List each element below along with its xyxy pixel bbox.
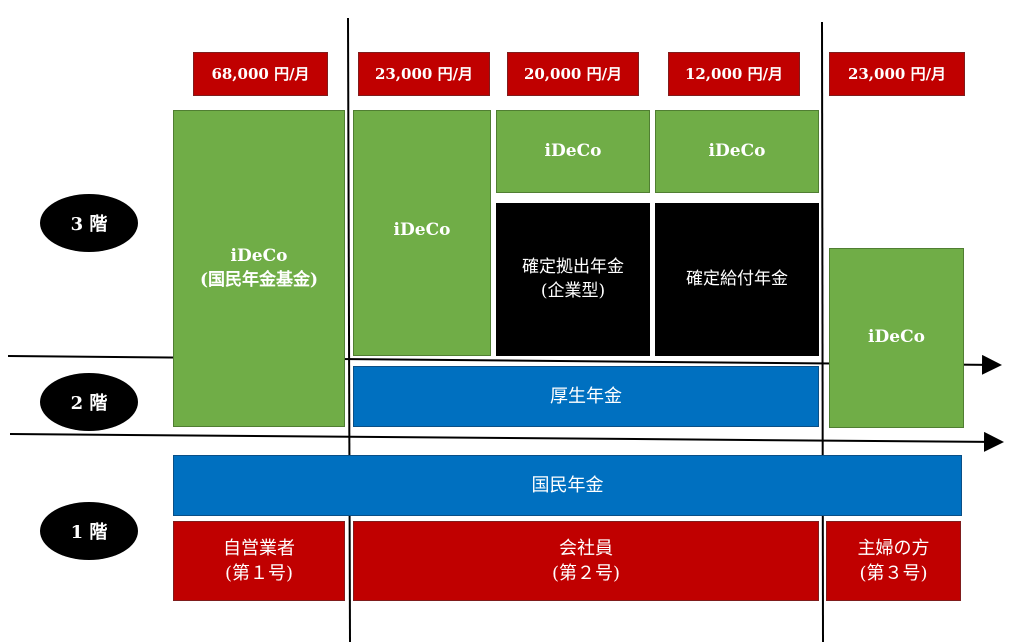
category-employee: 会社員 (第２号): [353, 521, 819, 601]
db-plan-label: 確定給付年金: [686, 268, 788, 289]
ideco-employee-label: iDeCo: [393, 220, 451, 240]
limit-employee-db: 12,000 円/月: [668, 52, 800, 96]
corporate-dc-plan: 確定拠出年金 (企業型): [496, 203, 650, 356]
ideco-self-employed-sublabel: (国民年金基金): [199, 269, 319, 290]
dc-plan-label: 確定拠出年金: [522, 256, 624, 277]
category-housewife-label: 主婦の方: [857, 537, 930, 559]
floor-divider-1-2: [9, 431, 1004, 452]
ideco-housewife-label: iDeCo: [868, 327, 925, 348]
category-employee-label: 会社員: [559, 537, 613, 559]
category-self-employed-type: (第１号): [224, 563, 294, 584]
ideco-housewife: iDeCo: [829, 248, 964, 428]
ideco-db-label: iDeCo: [708, 140, 766, 161]
floor-2-label: 2 階: [40, 373, 138, 431]
category-housewife-type: (第３号): [859, 563, 928, 584]
national-pension-label: 国民年金: [531, 474, 604, 496]
dc-plan-sublabel: (企業型): [540, 280, 606, 301]
category-self-employed-label: 自営業者: [223, 537, 295, 559]
ideco-employee-db: iDeCo: [655, 110, 819, 193]
limit-housewife: 23,000 円/月: [829, 52, 965, 96]
category-employee-type: (第２号): [551, 563, 621, 584]
national-pension: 国民年金: [173, 455, 962, 516]
limit-employee-dc: 20,000 円/月: [507, 52, 639, 96]
limit-self-employed: 68,000 円/月: [193, 52, 328, 96]
ideco-dc-label: iDeCo: [544, 140, 602, 161]
column-divider-left: [347, 17, 351, 642]
category-housewife: 主婦の方 (第３号): [826, 521, 961, 601]
ideco-employee-dc: iDeCo: [496, 110, 650, 193]
ideco-self-employed: iDeCo (国民年金基金): [173, 110, 345, 427]
floor-1-label: 1 階: [40, 502, 138, 560]
employee-pension: 厚生年金: [353, 366, 819, 427]
floor-3-label: 3 階: [40, 194, 138, 252]
employee-pension-label: 厚生年金: [550, 385, 622, 407]
category-self-employed: 自営業者 (第１号): [173, 521, 345, 601]
ideco-employee-no-plan: iDeCo: [353, 110, 491, 356]
limit-employee-no-plan: 23,000 円/月: [358, 52, 490, 96]
defined-benefit-plan: 確定給付年金: [655, 203, 819, 356]
ideco-self-employed-label: iDeCo: [230, 245, 288, 266]
column-divider-right: [821, 21, 824, 642]
